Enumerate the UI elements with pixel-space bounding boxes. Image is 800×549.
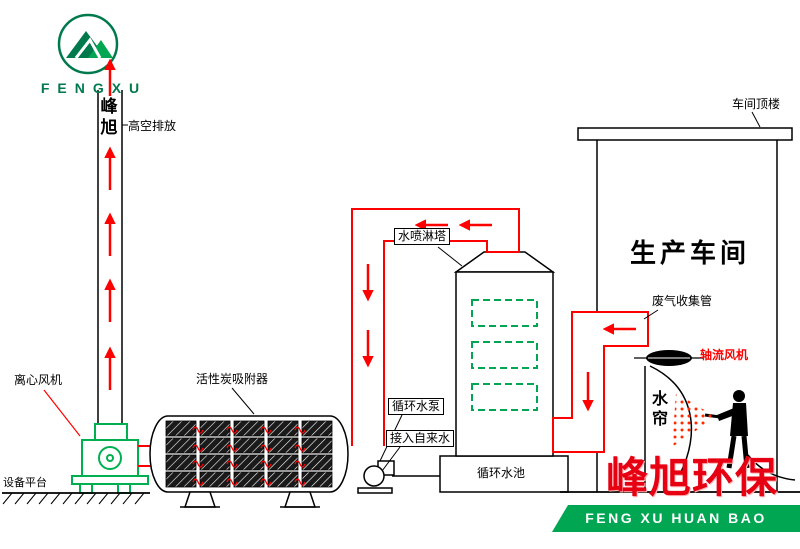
label-circulating-pool: 循环水池 bbox=[477, 466, 526, 480]
label-exhaust-collection-pipe: 废气收集管 bbox=[652, 294, 713, 308]
label-equipment-platform: 设备平台 bbox=[3, 477, 47, 489]
vessel-leg bbox=[183, 491, 217, 508]
adsorber-label-leader bbox=[231, 387, 255, 415]
logo-wordmark: FENGXU bbox=[40, 80, 148, 96]
packing-layers bbox=[471, 299, 538, 411]
tower-cap bbox=[453, 251, 556, 273]
equipment-platform-ground bbox=[2, 492, 150, 505]
spray-mist bbox=[672, 393, 716, 447]
brand-watermark-cn: 峰旭环保 bbox=[606, 454, 779, 501]
collection-label-leader bbox=[643, 309, 659, 320]
brand-banner: FENG XU HUAN BAO bbox=[552, 505, 800, 532]
circulating-pool bbox=[439, 455, 569, 493]
spray-tower bbox=[439, 251, 569, 493]
tapwater-label-leader bbox=[381, 446, 401, 472]
vessel-leg bbox=[283, 491, 317, 508]
exhaust-stack bbox=[97, 90, 123, 424]
label-tap-water: 接入自来水 bbox=[386, 430, 455, 447]
centrifugal-fan-icon bbox=[71, 423, 149, 494]
axial-fan-icon bbox=[634, 350, 704, 366]
collection-pipe-arrows bbox=[582, 323, 636, 412]
carbon-adsorber-vessel bbox=[149, 415, 349, 508]
tower-label-leader bbox=[437, 246, 463, 267]
hose-line bbox=[747, 454, 796, 481]
collection-pipe bbox=[552, 311, 649, 453]
label-high-altitude-discharge: 高空排放 bbox=[128, 119, 177, 133]
logo-cn-vertical: 峰旭 bbox=[99, 96, 119, 138]
brand-banner-text: FENG XU HUAN BAO bbox=[585, 510, 767, 526]
roof-label-leader bbox=[751, 111, 761, 128]
label-carbon-adsorber: 活性炭吸附器 bbox=[196, 372, 269, 386]
label-circulating-pump: 循环水泵 bbox=[388, 398, 445, 415]
fan-label-leader bbox=[43, 389, 81, 437]
label-centrifugal-fan: 离心风机 bbox=[14, 373, 63, 387]
label-production-workshop: 生产车间 bbox=[630, 238, 751, 268]
label-water-curtain: 水帘 bbox=[651, 391, 668, 428]
logo-mountain-icon bbox=[57, 13, 119, 75]
label-spray-tower: 水喷淋塔 bbox=[394, 228, 451, 245]
label-axial-flow-fan: 轴流风机 bbox=[700, 348, 749, 362]
label-workshop-roof: 车间顶楼 bbox=[732, 97, 781, 111]
circulating-pump-icon bbox=[357, 460, 440, 494]
roof-slab bbox=[577, 127, 793, 141]
tower-pipe-arrows bbox=[362, 219, 492, 368]
carbon-cells bbox=[165, 420, 333, 488]
